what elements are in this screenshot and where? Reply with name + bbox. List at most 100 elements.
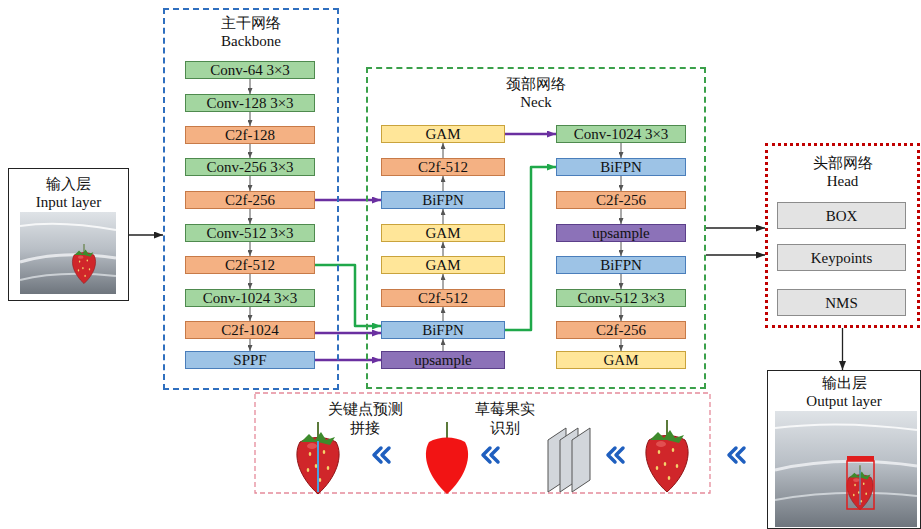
node-text: C2f-1024 (221, 321, 279, 339)
connector (443, 143, 444, 158)
node-text: C2f-512 (418, 289, 468, 307)
node-text: C2f-256 (596, 191, 646, 209)
conv-box: Conv-512 3×3 (556, 289, 686, 307)
connector (621, 176, 622, 191)
connector (621, 307, 622, 321)
connector (250, 112, 251, 126)
region-title: 颈部网络 (368, 75, 704, 93)
node-text: Conv-64 3×3 (210, 61, 290, 79)
c2f-box: C2f-512 (185, 256, 315, 274)
input-frame: 输入层Input layer (8, 168, 129, 301)
bifpn-box: BiFPN (381, 191, 505, 209)
connector (443, 176, 444, 191)
node-text: BiFPN (422, 321, 464, 339)
c2f-box: C2f-512 (381, 289, 505, 307)
region-title: Backbone (165, 32, 337, 50)
head-box: BOX (777, 202, 906, 229)
connector (443, 242, 444, 256)
connector (706, 227, 765, 228)
node-text: BiFPN (600, 256, 642, 274)
gam-box: GAM (381, 125, 505, 143)
node-text: BiFPN (422, 191, 464, 209)
bifpn-box: BiFPN (556, 158, 686, 176)
output-frame: 输出层Output layer (767, 370, 921, 529)
region-title: Head (768, 172, 917, 190)
region-title: Neck (368, 93, 704, 111)
head-region: 头部网络HeadBOX KeypointsNMS (765, 143, 920, 328)
neck-region: 颈部网络NeckGAMC2f-512BiFPNGAMGAMC2f-512BiFP… (366, 67, 706, 389)
connector (250, 144, 251, 158)
c2f-box: C2f-256 (185, 191, 315, 209)
connector (443, 339, 444, 351)
c2f-box: C2f-128 (185, 126, 315, 144)
node-text: NMS (825, 294, 858, 312)
connector (250, 339, 251, 351)
input-photo (20, 212, 116, 294)
process-strip (255, 393, 710, 494)
conv-box: Conv-64 3×3 (185, 61, 315, 79)
step-label: 关键点预测 拼接 (320, 400, 410, 438)
connector (315, 265, 381, 326)
node-text: Conv-128 3×3 (206, 94, 293, 112)
region-title: 输出层 (768, 374, 920, 392)
node-text: Conv-1024 3×3 (574, 125, 669, 143)
head-box: NMS (777, 289, 906, 316)
node-text: C2f-512 (225, 256, 275, 274)
connector (621, 143, 622, 158)
conv-box: Conv-512 3×3 (185, 224, 315, 242)
node-text: GAM (425, 125, 460, 143)
node-text: Conv-512 3×3 (577, 289, 664, 307)
connector (250, 242, 251, 256)
node-text: C2f-256 (596, 321, 646, 339)
bifpn-box: BiFPN (381, 321, 505, 339)
region-title: Output layer (768, 392, 920, 410)
node-text: C2f-128 (225, 126, 275, 144)
node-text: Conv-256 3×3 (206, 158, 293, 176)
connector (250, 176, 251, 191)
connector (443, 307, 444, 321)
sppf-box: SPPF (185, 351, 315, 369)
connector (443, 274, 444, 289)
upsample-box: upsample (556, 224, 686, 242)
node-text: BiFPN (600, 158, 642, 176)
node-text: Conv-1024 3×3 (203, 289, 298, 307)
connector (129, 234, 163, 235)
node-text: upsample (592, 224, 650, 242)
connector (621, 339, 622, 351)
node-text: GAM (603, 351, 638, 369)
c2f-box: C2f-512 (381, 158, 505, 176)
connector (315, 359, 381, 362)
connector (842, 328, 843, 370)
bifpn-box: BiFPN (556, 256, 686, 274)
gam-box: GAM (381, 224, 505, 242)
node-text: GAM (425, 224, 460, 242)
node-text: C2f-512 (418, 158, 468, 176)
gam-box: GAM (381, 256, 505, 274)
node-text: BOX (826, 207, 858, 225)
conv-box: Conv-1024 3×3 (556, 125, 686, 143)
node-text: Keypoints (811, 249, 873, 267)
conv-box: Conv-1024 3×3 (185, 289, 315, 307)
conv-box: Conv-256 3×3 (185, 158, 315, 176)
node-text: GAM (425, 256, 460, 274)
connector (621, 209, 622, 224)
node-text: SPPF (233, 351, 266, 369)
c2f-box: C2f-256 (556, 321, 686, 339)
region-title: 头部网络 (768, 154, 917, 172)
title-block: 颈部网络Neck (368, 75, 704, 111)
flow-chevrons (374, 448, 744, 462)
node-text: upsample (414, 351, 472, 369)
connector (250, 209, 251, 224)
step-label: 草莓果实 识别 (468, 400, 542, 438)
node-text: Conv-512 3×3 (206, 224, 293, 242)
connector (315, 199, 381, 202)
region-title: Input layer (9, 193, 128, 211)
backbone-region: 主干网络BackboneConv-64 3×3Conv-128 3×3C2f-1… (163, 8, 339, 390)
title-block: 输出层Output layer (768, 374, 920, 410)
connector (250, 79, 251, 94)
conv-box: Conv-128 3×3 (185, 94, 315, 112)
head-box: Keypoints (777, 244, 906, 271)
upsample-box: upsample (381, 351, 505, 369)
connector (505, 133, 556, 136)
region-title: 主干网络 (165, 14, 337, 32)
